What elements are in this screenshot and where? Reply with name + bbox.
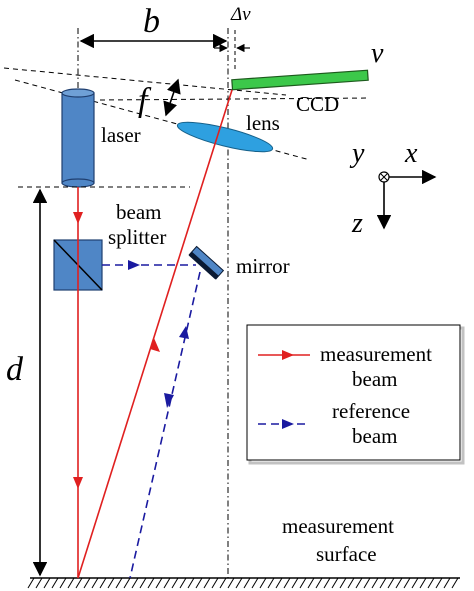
surface-hatch-mark <box>435 577 443 589</box>
surface-hatch-mark <box>131 577 139 589</box>
image-plane-line <box>99 97 371 101</box>
surface-hatch-mark <box>339 577 347 589</box>
surface-hatch-mark <box>35 577 43 589</box>
surface-hatch-mark <box>187 577 195 589</box>
laser-source <box>61 88 95 188</box>
surface-hatch-mark <box>315 577 323 589</box>
legend: measurement beam reference beam <box>246 324 465 465</box>
measurement-beam <box>73 89 233 579</box>
surface-hatch-mark <box>451 577 459 589</box>
reference-beam <box>102 260 201 579</box>
surface-hatch-mark <box>371 577 379 589</box>
surface-hatch-mark <box>291 577 299 589</box>
surface-hatch-mark <box>251 577 259 589</box>
surface-hatch-mark <box>299 577 307 589</box>
ccd-construction-line <box>3 67 287 96</box>
surface-hatch-mark <box>275 577 283 589</box>
legend-reference-label-line1: reference <box>332 399 410 423</box>
v-label: v <box>371 38 384 69</box>
surface-hatch-mark <box>403 577 411 589</box>
surface-hatch-mark <box>379 577 387 589</box>
surface-hatch-mark <box>27 577 35 589</box>
surface-hatch-mark <box>107 577 115 589</box>
surface-hatch-mark <box>235 577 243 589</box>
surface-hatch-mark <box>387 577 395 589</box>
b-label: b <box>143 3 160 40</box>
surface-hatch-mark <box>211 577 219 589</box>
lens <box>176 121 274 153</box>
beam-splitter-label-line1: beam <box>116 200 161 224</box>
surface-hatch-mark <box>395 577 403 589</box>
surface-hatch-mark <box>323 577 331 589</box>
surface-hatch-mark <box>67 577 75 589</box>
z-axis-label: z <box>351 208 363 239</box>
surface-hatch-mark <box>171 577 179 589</box>
f-label: f <box>138 82 152 119</box>
laser-label: laser <box>101 123 141 147</box>
surface-hatch-mark <box>203 577 211 589</box>
ccd-sensor <box>231 69 369 91</box>
surface-hatch-mark <box>419 577 427 589</box>
y-axis-label: y <box>349 138 365 169</box>
surface-hatch-mark <box>99 577 107 589</box>
coordinate-system: y x z <box>349 138 437 239</box>
surface-hatch-mark <box>443 577 451 589</box>
surface-hatch-mark <box>163 577 171 589</box>
legend-reference-label-line2: beam <box>352 424 397 448</box>
surface-hatch-mark <box>115 577 123 589</box>
surface-hatch-mark <box>259 577 267 589</box>
surface-hatch-mark <box>147 577 155 589</box>
surface-hatch-mark <box>363 577 371 589</box>
surface-hatch-mark <box>219 577 227 589</box>
surface-hatch-mark <box>267 577 275 589</box>
beam-splitter-label-line2: splitter <box>108 225 166 249</box>
d-label: d <box>6 351 24 388</box>
surface-label-line2: surface <box>316 542 377 566</box>
surface-hatch-mark <box>347 577 355 589</box>
surface-hatch-mark <box>91 577 99 589</box>
surface-hatch-mark <box>307 577 315 589</box>
surface-label-line1: measurement <box>282 514 394 538</box>
lens-label: lens <box>246 111 280 135</box>
surface-hatch-mark <box>83 577 91 589</box>
surface-hatch-mark <box>331 577 339 589</box>
surface-hatch-mark <box>155 577 163 589</box>
surface-hatch-mark <box>123 577 131 589</box>
surface-hatch-mark <box>139 577 147 589</box>
surface-hatch-mark <box>51 577 59 589</box>
legend-measurement-label-line2: beam <box>352 367 397 391</box>
legend-measurement-beam: measurement beam <box>258 342 432 391</box>
legend-reference-beam: reference beam <box>258 399 410 448</box>
surface-hatch-mark <box>227 577 235 589</box>
legend-measurement-label-line1: measurement <box>320 342 432 366</box>
f-dimension-arrow <box>163 78 181 117</box>
surface-hatch-mark <box>427 577 435 589</box>
surface-hatch-mark <box>75 577 83 589</box>
mirror-label: mirror <box>236 254 290 278</box>
surface-hatch-mark <box>283 577 291 589</box>
measurement-surface <box>27 577 460 589</box>
x-axis-label: x <box>404 138 418 169</box>
surface-hatch-mark <box>411 577 419 589</box>
surface-hatch-mark <box>179 577 187 589</box>
surface-hatch-mark <box>59 577 67 589</box>
delta-v-label: Δv <box>230 4 251 25</box>
mirror <box>188 245 225 280</box>
surface-hatch-mark <box>43 577 51 589</box>
ccd-label: CCD <box>296 92 339 116</box>
surface-hatch-mark <box>195 577 203 589</box>
surface-hatch-mark <box>355 577 363 589</box>
surface-hatch-mark <box>243 577 251 589</box>
